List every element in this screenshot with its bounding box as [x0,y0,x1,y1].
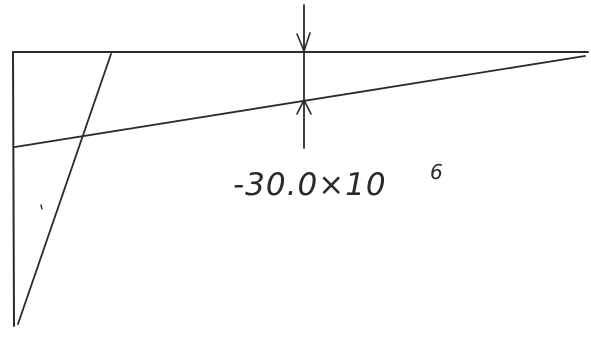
dimension-value-label: -30.0×10 [233,167,387,203]
dimension-arrow-down [296,32,311,52]
dimension-arrow-up [296,99,312,115]
steep-diagonal-line [17,53,112,325]
dimension-exponent-label: 6 [430,160,443,184]
left-vertical-line [12,51,15,327]
shallow-sloped-line [14,55,586,148]
pencil-mark [40,204,43,210]
